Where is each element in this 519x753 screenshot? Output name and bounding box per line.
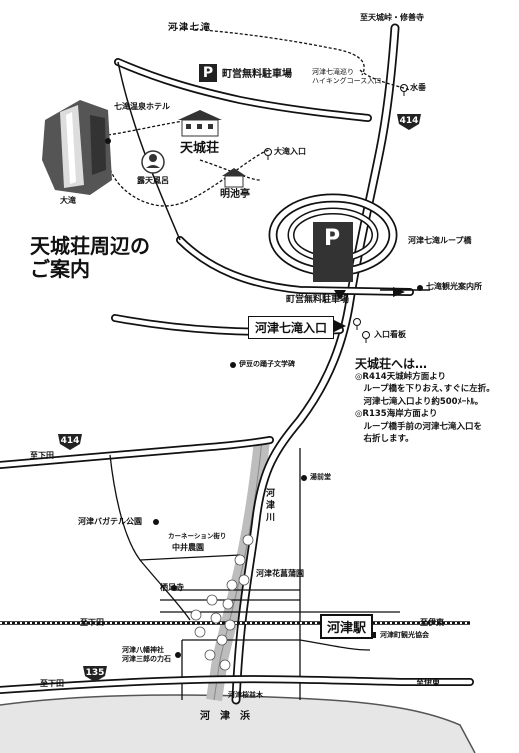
meichitei-building-icon bbox=[222, 168, 246, 188]
parking-icon-loop: P bbox=[316, 226, 348, 252]
label-meichitei: 明池亭 bbox=[220, 189, 250, 200]
label-kanko-kyokai: 河津町観光協会 bbox=[380, 631, 429, 639]
label-odaru: 大滝 bbox=[60, 196, 76, 205]
label-parking-loop: 町営無料駐車場 bbox=[286, 295, 350, 305]
label-kyoshoji: 栖足寺 bbox=[160, 583, 184, 592]
label-iriguchi-kanban: 入口看板 bbox=[374, 330, 406, 339]
label-carnation: カーネーション街り bbox=[168, 532, 227, 540]
amagisou-building-icon bbox=[178, 110, 222, 137]
kawazu-station-sign: 河津駅 bbox=[320, 614, 374, 639]
label-to-shimoda-3: 至下田 bbox=[40, 679, 64, 688]
label-sakura-namiki: 河津桜並木 bbox=[228, 691, 263, 699]
label-yuzendo: 湯前堂 bbox=[310, 473, 331, 481]
directions-info: 天城荘へは… ◎R414天城峠方面より ループ橋を下りおえ､すぐに左折。 河津七… bbox=[355, 357, 495, 444]
label-to-ito-2: 至伊東 bbox=[416, 678, 440, 687]
label-kawazu-river: 河 津 川 bbox=[266, 489, 276, 523]
rotenburo-icon bbox=[141, 150, 165, 174]
label-izu-odoriko: 伊豆の踊子文学碑 bbox=[239, 360, 295, 368]
parking-icon-top: P bbox=[199, 64, 217, 82]
route-414-top: 414 bbox=[394, 112, 424, 132]
label-kanko-annai: 七滝観光案内所 bbox=[426, 282, 482, 291]
label-nakai: 中井農園 bbox=[172, 543, 204, 552]
label-odaru-iriguchi: 大滝入口 bbox=[274, 147, 306, 156]
label-kawazu-hama: 河 津 浜 bbox=[200, 711, 250, 722]
label-loop-bridge: 河津七滝ループ橋 bbox=[408, 236, 472, 245]
sakura-icons bbox=[190, 534, 254, 671]
label-amagisou: 天城荘 bbox=[180, 141, 220, 156]
label-hanashobuen: 河津花菖蒲園 bbox=[256, 569, 304, 578]
label-to-ito-1: 至伊東 bbox=[420, 618, 444, 627]
map-title: 天城荘周辺の ご案内 bbox=[30, 234, 150, 281]
label-rotenburo: 露天風呂 bbox=[137, 176, 169, 185]
label-mizutare: 水垂 bbox=[410, 83, 426, 92]
label-parking-top: 町営無料駐車場 bbox=[222, 69, 292, 80]
label-bagatelle: 河津バガテル公園 bbox=[78, 517, 142, 526]
kawazu-nanadaru-iriguchi-sign: 河津七滝入口 bbox=[248, 316, 335, 339]
label-to-shimoda-1: 至下田 bbox=[30, 451, 54, 460]
label-hachiman: 河津八幡神社 河津三郎の力石 bbox=[122, 646, 171, 663]
label-to-shimoda-2: 至下田 bbox=[80, 618, 104, 627]
label-hiking-course: 河津七滝巡り ハイキングコース入口 bbox=[312, 68, 382, 85]
waterfall-icon bbox=[42, 100, 112, 195]
route-135: 135 bbox=[80, 664, 110, 684]
route-414-left: 414 bbox=[55, 432, 85, 452]
label-kawazu-nanadaru: 河津七滝 bbox=[168, 23, 213, 33]
label-to-amagi: 至天城峠・修善寺 bbox=[360, 13, 424, 22]
label-nanadaru-onsen-hotel: 七滝温泉ホテル bbox=[114, 102, 170, 111]
